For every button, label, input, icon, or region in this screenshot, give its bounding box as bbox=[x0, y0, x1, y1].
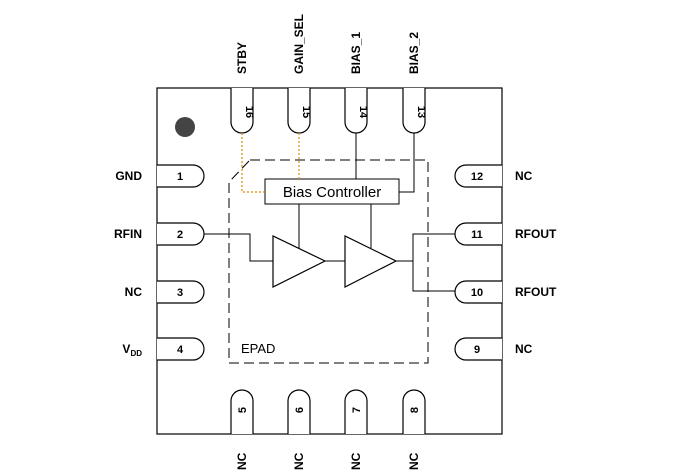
pin-10-label: RFOUT bbox=[515, 285, 557, 299]
pin-8-label: NC bbox=[407, 452, 421, 470]
bias-controller-box bbox=[264, 178, 400, 205]
pin-1-label: GND bbox=[115, 169, 142, 183]
pin-4: 4 bbox=[157, 337, 205, 361]
pin-3-number: 3 bbox=[177, 287, 183, 299]
pin-4-label-sub: DD bbox=[130, 349, 142, 358]
rfout-pin11-trace bbox=[412, 233, 455, 261]
pin-16-label: STBY bbox=[235, 42, 249, 74]
pin-13: 13 bbox=[402, 88, 427, 134]
pin-4-label: VDD bbox=[122, 342, 142, 358]
epad-outline bbox=[228, 159, 429, 364]
pin-7-number: 7 bbox=[351, 407, 363, 413]
pin-2: 2 bbox=[157, 222, 205, 246]
amplifier-stage-2 bbox=[344, 235, 398, 288]
pin-12-label: NC bbox=[515, 169, 533, 183]
pin-7-label: NC bbox=[349, 452, 363, 470]
bias-controller-label: Bias Controller bbox=[283, 184, 381, 201]
pin-15-number: 15 bbox=[300, 106, 312, 118]
pin-12-number: 12 bbox=[471, 171, 483, 183]
rfout-pin10-trace bbox=[412, 261, 455, 292]
pin-6-label: NC bbox=[292, 452, 306, 470]
pin-16-number: 16 bbox=[243, 106, 255, 118]
pin-4-label-main: V bbox=[122, 342, 130, 356]
pin-6-number: 6 bbox=[294, 407, 306, 413]
pin-16: 16 bbox=[230, 88, 255, 134]
pin-3: 3 bbox=[157, 280, 205, 304]
pin-11: 11 bbox=[454, 222, 502, 246]
pin-3-label: NC bbox=[125, 285, 143, 299]
bias2-trace bbox=[399, 133, 415, 193]
pin-10-number: 10 bbox=[471, 287, 483, 299]
pin-14-label: BIAS_1 bbox=[349, 32, 363, 74]
pin-9-label: NC bbox=[515, 342, 533, 356]
pin-9: 9 bbox=[454, 337, 502, 361]
pin-12: 12 bbox=[454, 164, 502, 188]
pin-7: 7 bbox=[344, 389, 368, 434]
pin-2-label: RFIN bbox=[114, 227, 142, 241]
pin-6: 6 bbox=[287, 389, 311, 434]
pin-11-number: 11 bbox=[471, 229, 483, 241]
pin-10: 10 bbox=[454, 280, 502, 304]
pin-11-label: RFOUT bbox=[515, 227, 557, 241]
pin-15-label: GAIN_SEL bbox=[292, 14, 306, 74]
pin-8: 8 bbox=[402, 389, 426, 434]
rfin-trace bbox=[204, 233, 273, 262]
epad-label: EPAD bbox=[241, 341, 275, 356]
pin-4-number: 4 bbox=[177, 344, 184, 356]
pin-15: 15 bbox=[287, 88, 312, 134]
pin-8-number: 8 bbox=[409, 407, 421, 413]
pin-5-label: NC bbox=[235, 452, 249, 470]
pin-14: 14 bbox=[344, 88, 369, 134]
pin-13-number: 13 bbox=[415, 106, 427, 118]
pin-14-number: 14 bbox=[357, 106, 369, 119]
pin-5-number: 5 bbox=[237, 407, 249, 413]
pin-9-number: 9 bbox=[474, 344, 480, 356]
pin-13-label: BIAS_2 bbox=[407, 32, 421, 74]
pin-1-number: 1 bbox=[177, 171, 183, 183]
pin-2-number: 2 bbox=[177, 229, 183, 241]
amplifier-stage-1 bbox=[272, 235, 327, 288]
pin1-indicator-dot bbox=[175, 117, 195, 137]
pin-1: 1 bbox=[157, 164, 205, 188]
pin-5: 5 bbox=[230, 389, 254, 434]
